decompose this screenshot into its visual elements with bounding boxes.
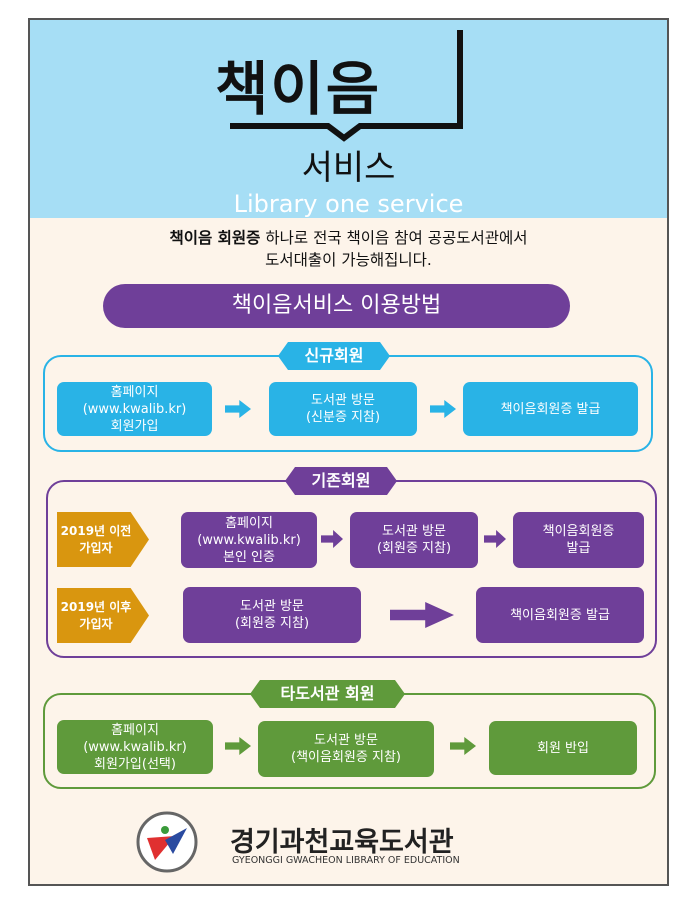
intro-line2: 도서대출이 가능해집니다.	[265, 251, 432, 269]
after-step-1: 도서관 방문 (회원증 지참)	[183, 587, 361, 643]
before-step-1: 홈페이지 (www.kwalib.kr) 본인 인증	[181, 512, 317, 568]
open-book-icon	[230, 30, 463, 142]
poster: 책이음 서비스 Library one service 책이음 회원증 하나로 …	[28, 18, 669, 886]
service-subtitle: 서비스	[301, 148, 396, 188]
service-logo-title: 책이음	[215, 55, 382, 123]
intro-bold: 책이음 회원증	[169, 229, 261, 247]
other-step-3: 회원 반입	[489, 721, 637, 775]
english-subtitle: Library one service	[233, 190, 464, 218]
other-library-tag: 타도서관 회원	[250, 680, 405, 708]
intro-line1: 하나로 전국 책이음 참여 공공도서관에서	[260, 229, 528, 247]
before-step-2: 도서관 방문 (회원증 지참)	[350, 512, 478, 568]
after-step-2: 책이음회원증 발급	[476, 587, 644, 643]
after-2019-label: 2019년 이후 가입자	[57, 588, 149, 643]
new-member-tag: 신규회원	[278, 342, 390, 370]
new-step-3: 책이음회원증 발급	[463, 382, 638, 436]
usage-banner: 책이음서비스 이용방법	[103, 284, 570, 328]
intro-text: 책이음 회원증 하나로 전국 책이음 참여 공공도서관에서 도서대출이 가능해집…	[30, 227, 667, 271]
library-name: 경기과천교육도서관	[230, 827, 454, 858]
header-banner: 책이음 서비스 Library one service	[30, 20, 667, 218]
library-emblem-icon	[136, 811, 198, 873]
library-english-name: GYEONGGI GWACHEON LIBRARY OF EDUCATION	[232, 855, 460, 866]
other-step-1: 홈페이지 (www.kwalib.kr) 회원가입(선택)	[57, 720, 213, 774]
new-step-1: 홈페이지 (www.kwalib.kr) 회원가입	[57, 382, 212, 436]
other-step-2: 도서관 방문 (책이음회원증 지참)	[258, 721, 434, 777]
before-2019-label: 2019년 이전 가입자	[57, 512, 149, 567]
new-step-2: 도서관 방문 (신분증 지참)	[269, 382, 417, 436]
before-step-3: 책이음회원증 발급	[513, 512, 644, 568]
existing-member-tag: 기존회원	[285, 467, 397, 495]
